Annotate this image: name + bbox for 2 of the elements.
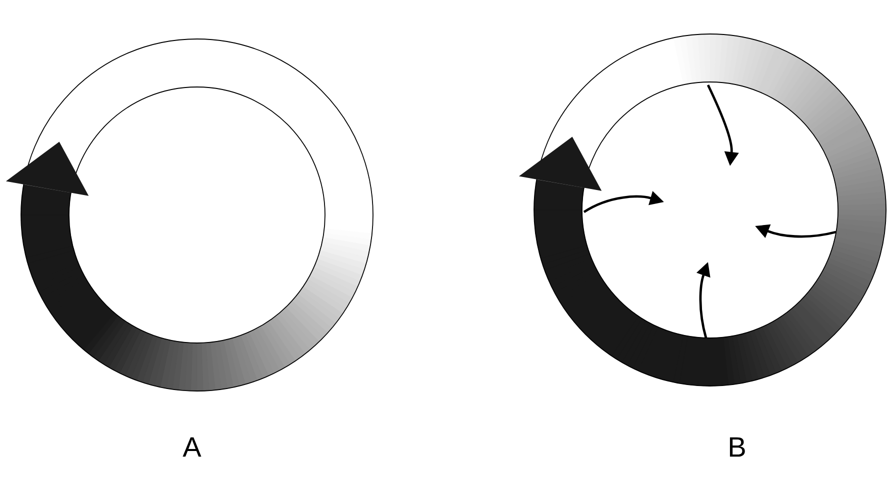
panel-label: A	[182, 437, 202, 457]
panel-label: B	[730, 437, 745, 457]
